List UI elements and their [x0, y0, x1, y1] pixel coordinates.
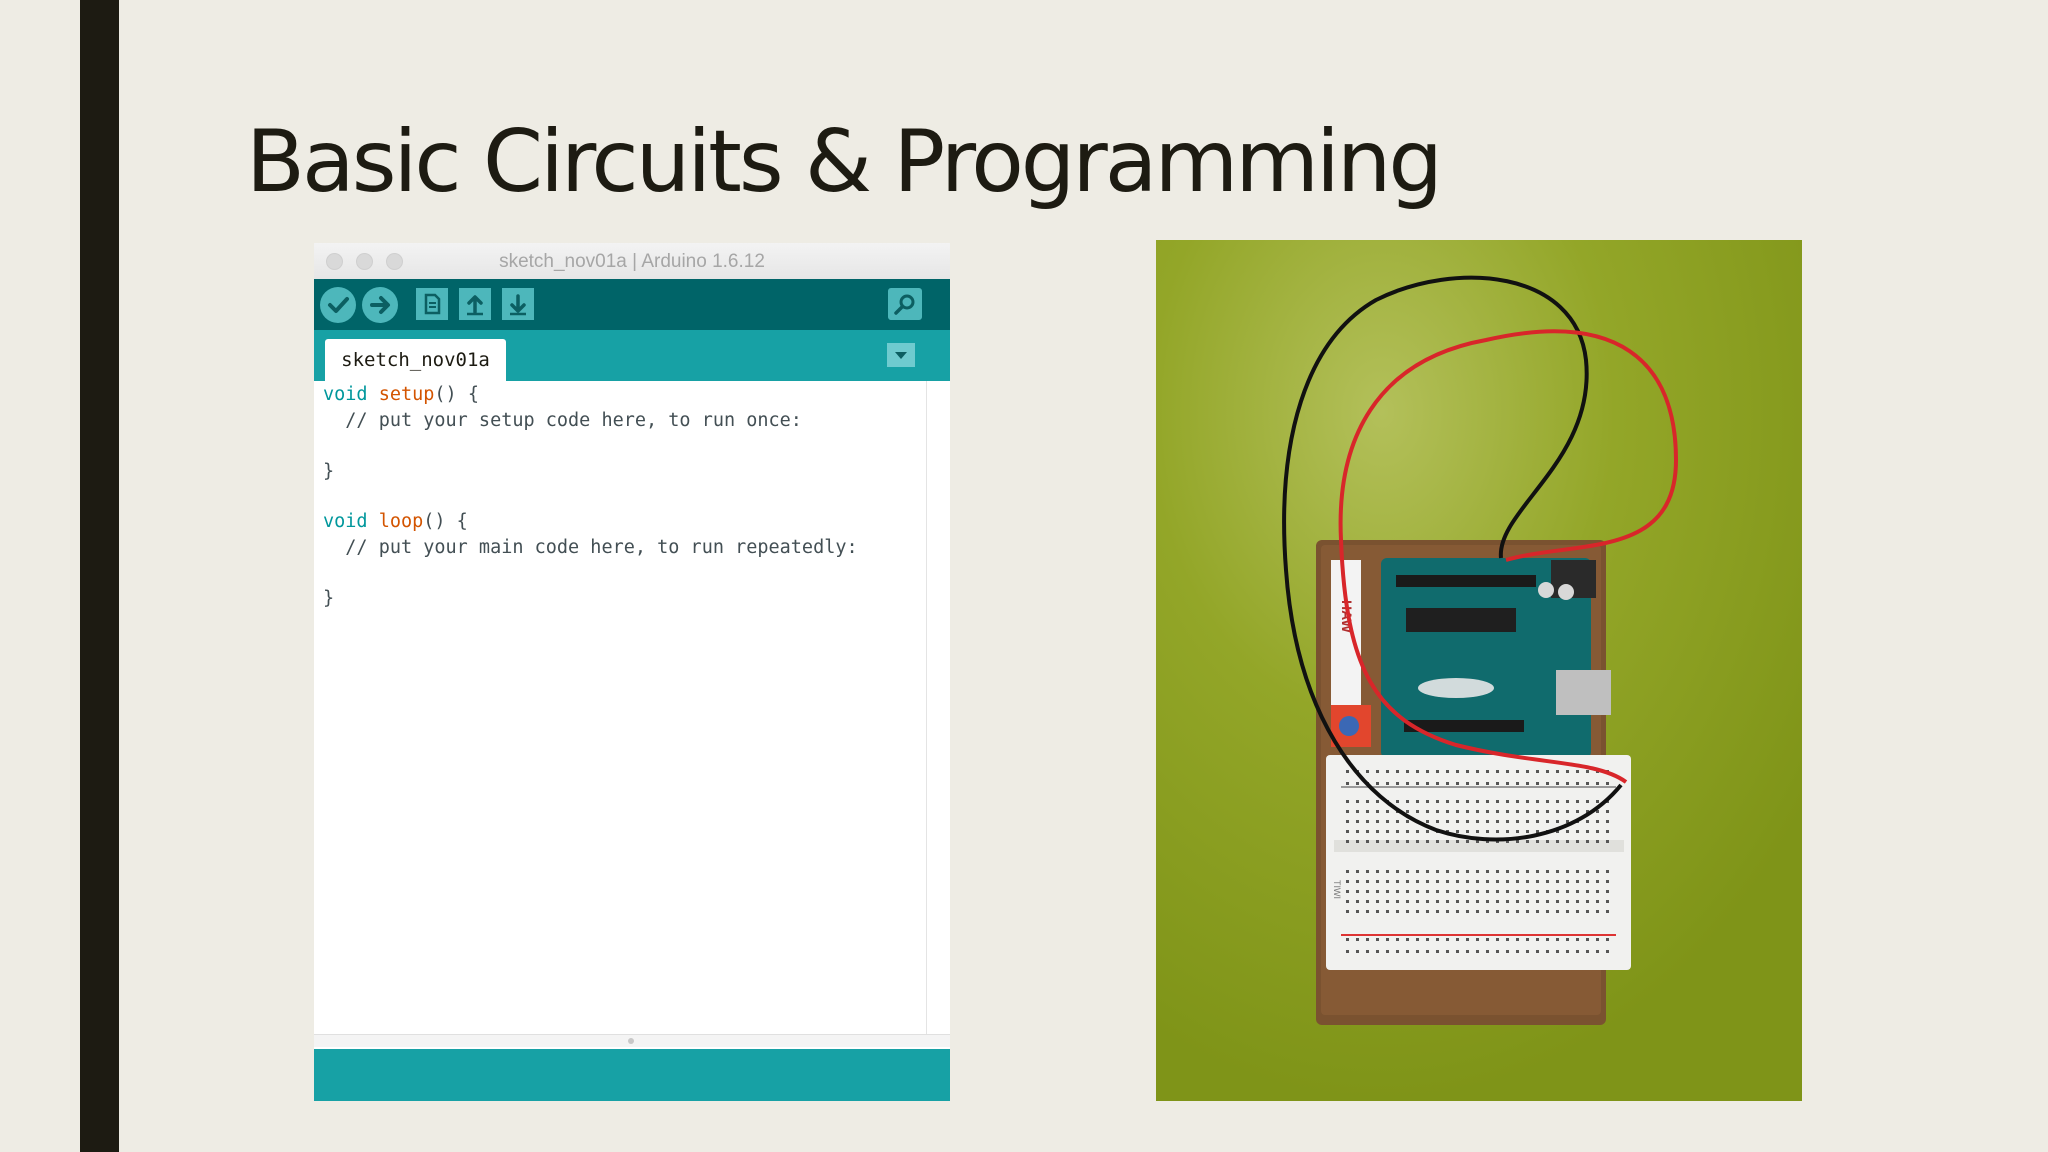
code-line-2: // put your setup code here, to run once…: [323, 410, 802, 431]
code-line-1: void setup() {: [323, 384, 479, 405]
code-text: () {: [423, 511, 468, 532]
code-line-4: void loop() {: [323, 511, 468, 532]
arduino-breadboard-photo: HAW TIWI: [1156, 240, 1802, 1101]
keyword: void: [323, 384, 368, 405]
verify-button[interactable]: [320, 287, 356, 323]
vertical-scrollbar[interactable]: [926, 381, 927, 1034]
breadboard-label: TIWI: [1332, 880, 1342, 899]
keyword: void: [323, 511, 368, 532]
upload-button[interactable]: [362, 287, 398, 323]
minimize-window-button[interactable]: [356, 253, 373, 270]
magnifier-icon: [894, 294, 915, 315]
serial-monitor-button[interactable]: [888, 288, 922, 320]
left-accent-bar: [80, 0, 119, 1152]
breadboard: TIWI: [1326, 755, 1631, 970]
function-name: setup: [378, 384, 435, 405]
new-file-icon: [424, 293, 441, 315]
black-wire: [1282, 275, 1623, 842]
photo-illustration: HAW TIWI: [1156, 240, 1802, 1101]
red-wire: [1338, 329, 1679, 784]
arduino-board: [1381, 558, 1611, 758]
resize-handle-dot: [628, 1038, 634, 1044]
code-line-6: }: [323, 588, 335, 609]
tab-bar: sketch_nov01a: [314, 330, 950, 381]
maximize-window-button[interactable]: [386, 253, 403, 270]
console-status-bar: [314, 1049, 950, 1101]
window-titlebar: sketch_nov01a | Arduino 1.6.12: [314, 243, 950, 280]
open-button[interactable]: [459, 288, 491, 320]
slide-title: Basic Circuits & Programming: [246, 112, 1443, 212]
new-sketch-button[interactable]: [416, 288, 448, 320]
editor-resize-handle[interactable]: [314, 1034, 950, 1047]
function-name: loop: [378, 511, 424, 532]
close-window-button[interactable]: [326, 253, 343, 270]
window-title: sketch_nov01a | Arduino 1.6.12: [499, 251, 765, 272]
arrow-up-icon: [467, 295, 483, 316]
save-button[interactable]: [502, 288, 534, 320]
tab-menu-button[interactable]: [887, 343, 915, 367]
code-text: () {: [434, 384, 479, 405]
chevron-down-icon: [895, 352, 907, 359]
check-icon: [328, 297, 349, 313]
code-line-3: }: [323, 461, 335, 482]
code-editor[interactable]: void setup() { // put your setup code he…: [314, 381, 950, 1034]
ide-toolbar: [314, 279, 950, 330]
arrow-right-icon: [370, 296, 390, 314]
arduino-ide-window: sketch_nov01a | Arduino 1.6.12: [314, 243, 950, 1101]
tab-sketch[interactable]: sketch_nov01a: [325, 339, 506, 381]
code-line-5: // put your main code here, to run repea…: [323, 537, 858, 558]
arrow-down-icon: [510, 294, 526, 316]
